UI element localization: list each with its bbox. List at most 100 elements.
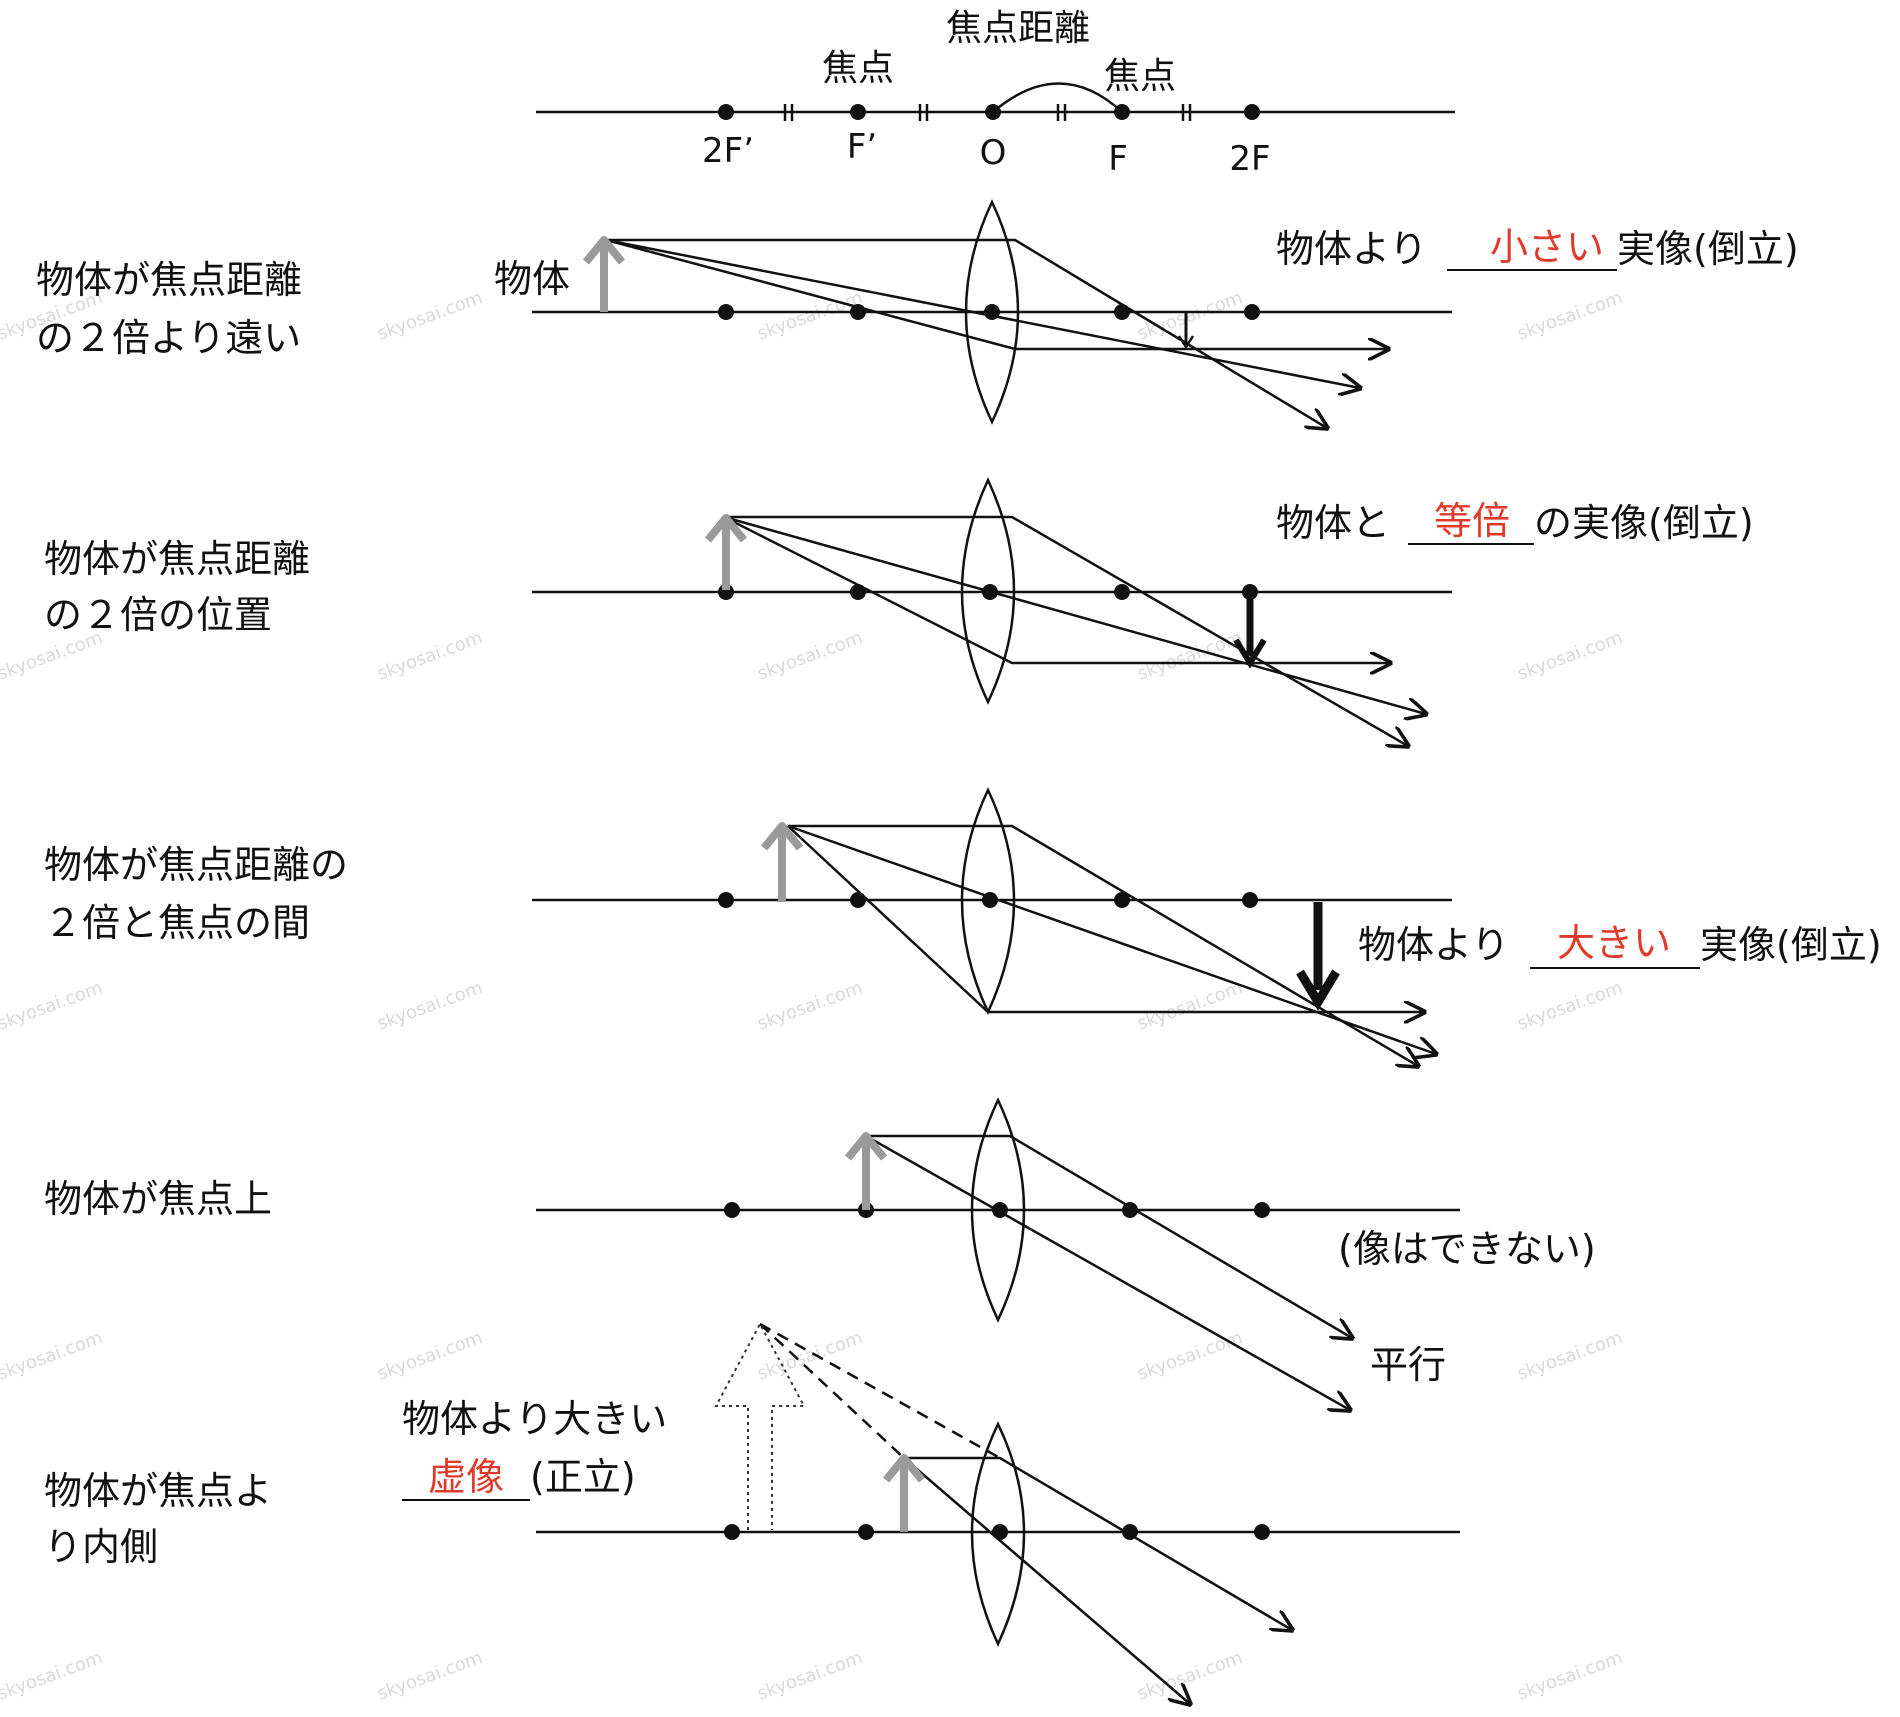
watermark: skyosai.com xyxy=(0,977,105,1034)
focal-length-arc xyxy=(992,82,1123,113)
result-suffix: 実像(倒立) xyxy=(1617,227,1799,271)
label-o: O xyxy=(980,133,1007,173)
equal-tick xyxy=(783,104,794,121)
watermark: skyosai.com xyxy=(755,287,866,344)
result-suffix: 実像(倒立) xyxy=(1700,923,1882,967)
convex-lens xyxy=(964,199,1020,425)
answer-virtual: 虚像 xyxy=(428,1455,504,1499)
point-f-right xyxy=(1114,104,1130,120)
point-2f-left xyxy=(718,304,734,320)
point-2f-right xyxy=(1254,1202,1270,1218)
point-f-right xyxy=(1114,584,1130,600)
point-o xyxy=(984,304,1000,320)
ray-center xyxy=(787,824,1436,1054)
watermark: skyosai.com xyxy=(375,627,486,684)
equal-tick xyxy=(1056,104,1067,121)
answer-equal: 等倍 xyxy=(1434,499,1510,543)
object-arrow xyxy=(882,1454,926,1532)
watermark: skyosai.com xyxy=(1515,977,1626,1034)
label-f-right: F xyxy=(1108,139,1128,179)
ray-parallel xyxy=(866,1134,1352,1338)
convex-lens xyxy=(970,1097,1026,1323)
case-3-condition-line2: ２倍と焦点の間 xyxy=(44,901,310,945)
object-arrow xyxy=(844,1132,888,1210)
watermark: skyosai.com xyxy=(375,977,486,1034)
watermark: skyosai.com xyxy=(375,287,486,344)
focal-length-label: 焦点距離 xyxy=(946,8,1090,49)
case-4-condition: 物体が焦点上 xyxy=(44,1177,272,1221)
result-prefix: 物体より xyxy=(1358,923,1509,967)
object-arrow xyxy=(582,236,626,312)
image-arrowhead xyxy=(1233,638,1267,669)
watermark: skyosai.com xyxy=(375,1647,486,1704)
watermark: skyosai.com xyxy=(1515,1647,1626,1704)
ray-focal xyxy=(605,238,1388,349)
point-o xyxy=(985,104,1001,120)
point-f-left xyxy=(850,892,866,908)
label-2f-left: 2F’ xyxy=(702,131,754,171)
case-5-condition-line2: り内側 xyxy=(44,1525,158,1569)
ray-parallel xyxy=(724,515,1408,746)
watermark: skyosai.com xyxy=(1135,977,1246,1034)
header-points xyxy=(718,104,1260,120)
case-5-diagram xyxy=(536,1321,1460,1704)
point-2f-left xyxy=(724,1202,740,1218)
image-arrowhead xyxy=(1177,335,1195,350)
ray-focal xyxy=(787,825,1424,1012)
point-f-right xyxy=(1114,892,1130,908)
point-f-right xyxy=(1114,304,1130,320)
point-f-left xyxy=(850,104,866,120)
label-f-left: F’ xyxy=(847,127,877,167)
case-3-diagram xyxy=(532,787,1452,1066)
object-label: 物体 xyxy=(494,257,570,301)
case-1-condition-line2: の２倍より遠い xyxy=(36,316,301,360)
case-1-diagram: 物体 xyxy=(494,199,1452,428)
ray-center xyxy=(723,515,1426,714)
point-2f-right xyxy=(1244,304,1260,320)
point-2f-right xyxy=(1244,104,1260,120)
watermark: skyosai.com xyxy=(1515,1327,1626,1384)
case-2-condition-line1: 物体が焦点距離 xyxy=(44,537,310,581)
point-o xyxy=(992,1202,1008,1218)
point-o xyxy=(992,1524,1008,1540)
watermark: skyosai.com xyxy=(755,627,866,684)
point-2f-left xyxy=(718,104,734,120)
answer-large: 大きい xyxy=(1557,921,1671,965)
result-prefix: 物体より大きい xyxy=(402,1397,667,1441)
point-o xyxy=(982,892,998,908)
point-2f-left xyxy=(718,892,734,908)
watermark: skyosai.com xyxy=(1135,1327,1246,1384)
point-2f-right xyxy=(1254,1524,1270,1540)
ray-parallel xyxy=(606,238,1327,428)
focus-label-right: 焦点 xyxy=(1104,56,1176,97)
point-f-left xyxy=(858,1524,874,1540)
watermark: skyosai.com xyxy=(755,1327,866,1384)
focus-label-left: 焦点 xyxy=(822,48,894,89)
result-prefix: 物体より xyxy=(1276,227,1427,271)
case-3-condition-line1: 物体が焦点距離の xyxy=(44,843,348,887)
equal-tick xyxy=(1181,104,1192,121)
ray-parallel xyxy=(904,1456,1292,1630)
case-4-diagram xyxy=(536,1097,1460,1410)
watermark: skyosai.com xyxy=(1515,627,1626,684)
answer-small: 小さい xyxy=(1490,225,1604,269)
point-f-right xyxy=(1122,1202,1138,1218)
virtual-ray-parallel xyxy=(759,1322,1001,1460)
case-2-condition-line2: の２倍の位置 xyxy=(44,593,272,637)
case-1-result: 物体より 小さい 実像(倒立) xyxy=(1276,225,1799,271)
case-5-result: 物体より大きい 虚像 (正立) xyxy=(402,1397,667,1501)
case-4-result: (像はできない) xyxy=(1338,1227,1596,1271)
label-2f-right: 2F xyxy=(1229,139,1270,179)
ray-focal xyxy=(723,515,1390,663)
point-f-left xyxy=(850,304,866,320)
case-2-diagram xyxy=(532,477,1452,746)
case-5-condition-line1: 物体が焦点よ xyxy=(44,1469,272,1513)
image-arrowhead xyxy=(1296,969,1340,1011)
watermark: skyosai.com xyxy=(0,1327,105,1384)
ray-center xyxy=(865,1134,1350,1410)
ray-center xyxy=(903,1457,1190,1704)
case-2-result: 物体と 等倍 の実像(倒立) xyxy=(1276,499,1754,545)
point-f-right xyxy=(1122,1524,1138,1540)
